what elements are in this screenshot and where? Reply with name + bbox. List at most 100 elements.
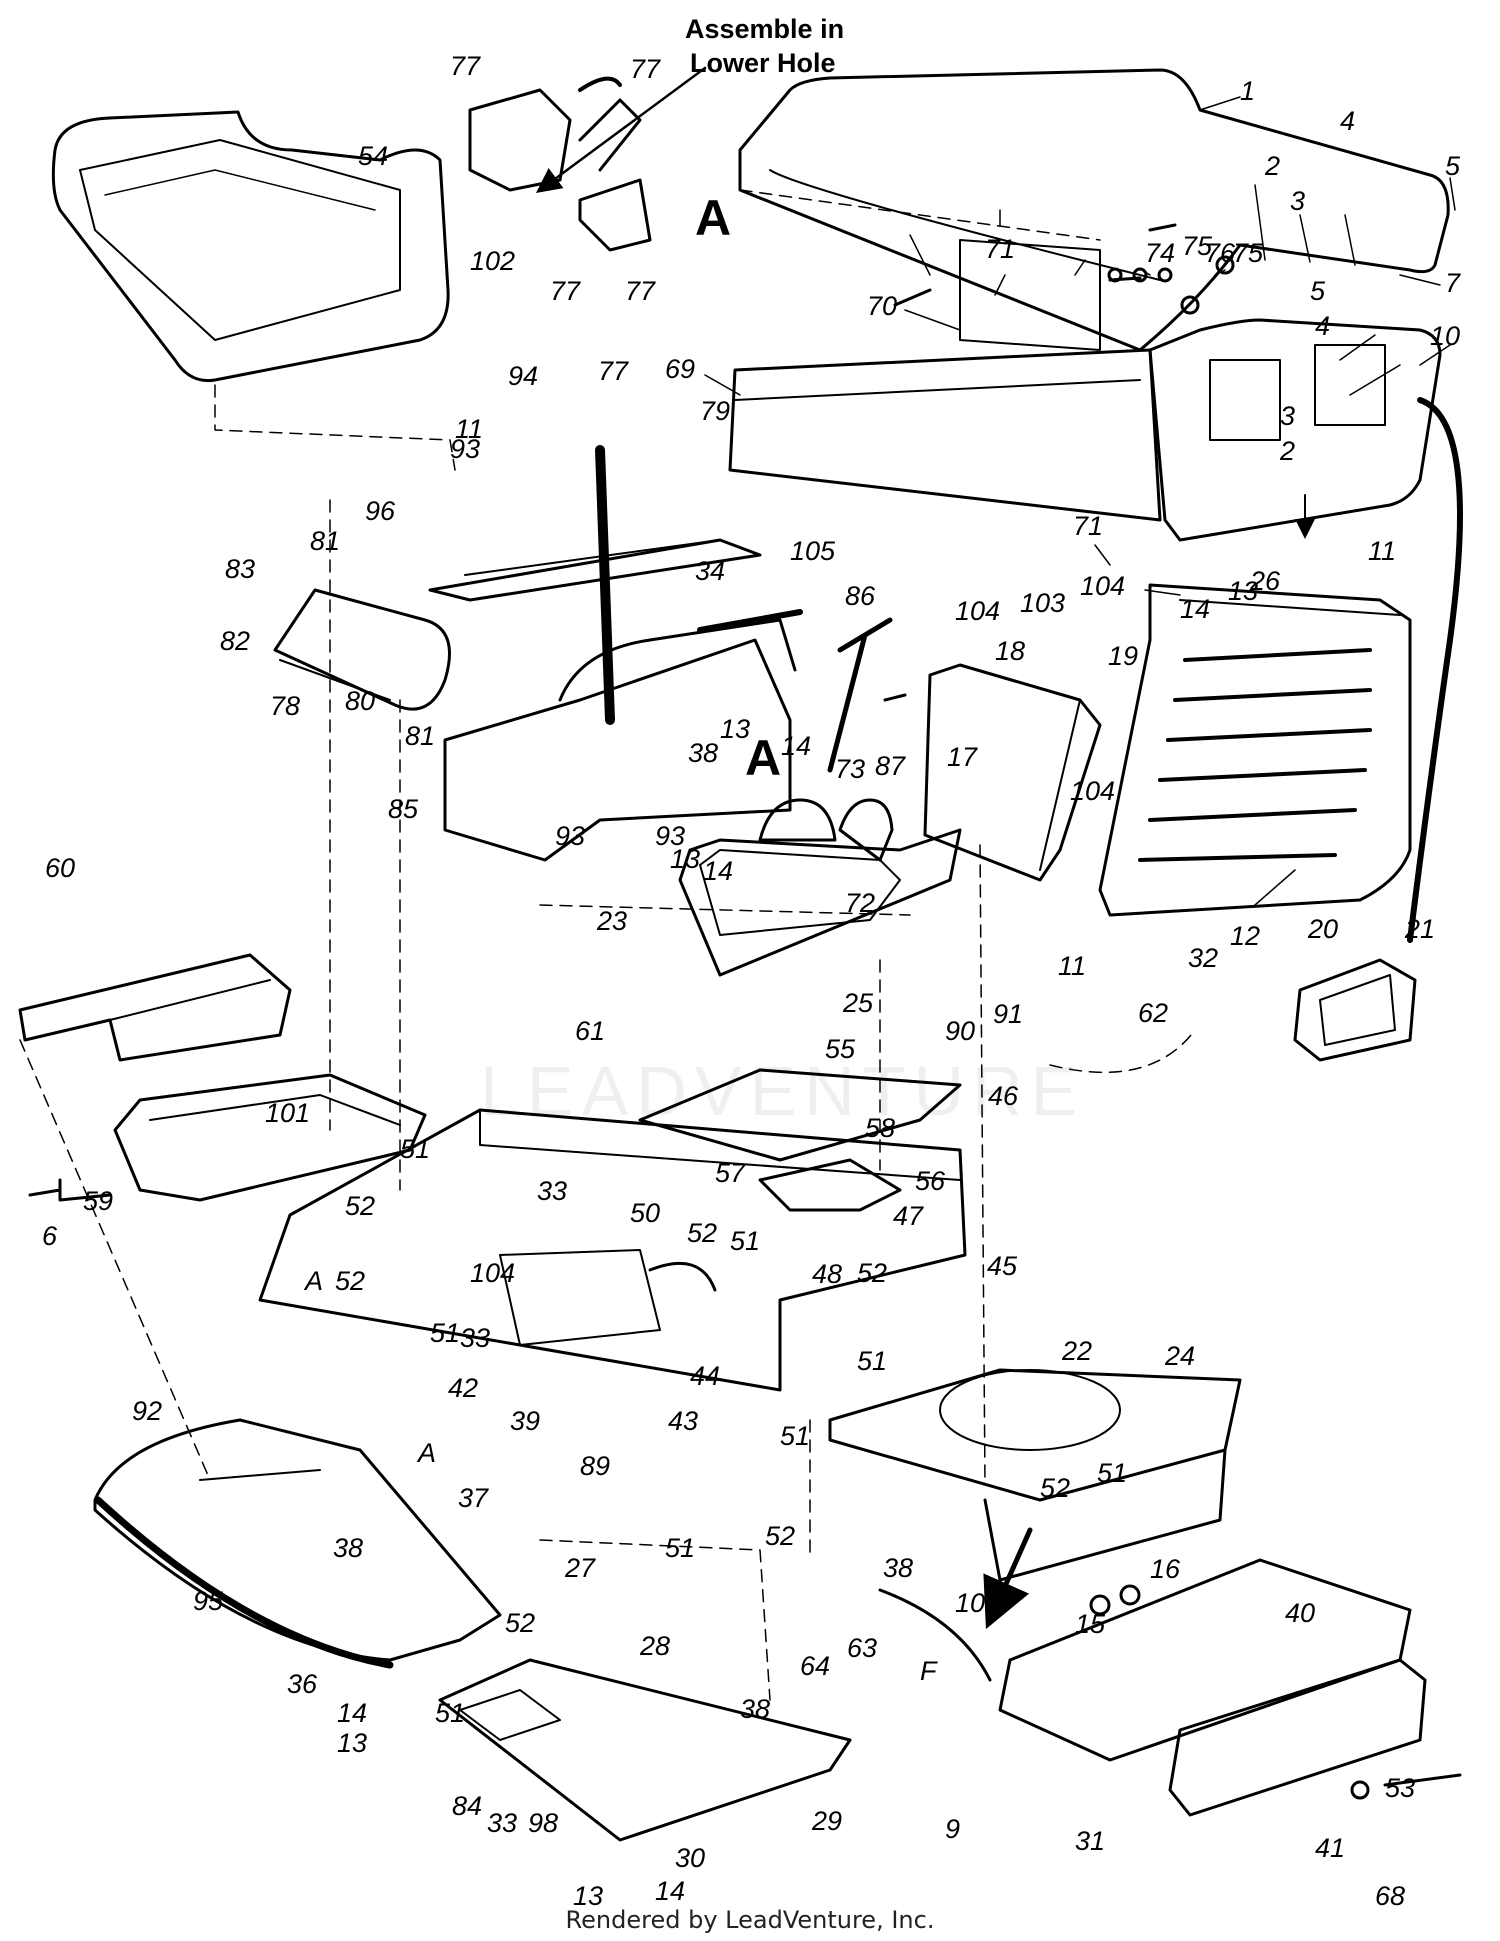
callout-23: 23 — [596, 906, 627, 936]
install-arrow — [983, 1527, 1033, 1630]
callout-55: 55 — [825, 1034, 856, 1064]
callout-104: 104 — [470, 1258, 515, 1288]
callout-3: 3 — [1290, 186, 1305, 216]
callout-81: 81 — [405, 721, 435, 751]
callout-51: 51 — [665, 1533, 695, 1563]
hood-front-part — [728, 239, 1442, 542]
callout-77: 77 — [450, 51, 481, 81]
callout-4: 4 — [1315, 311, 1330, 341]
callout-72: 72 — [845, 888, 875, 918]
callout-33: 33 — [537, 1176, 567, 1206]
callout-44: 44 — [690, 1361, 720, 1391]
callout-104: 104 — [955, 596, 1000, 626]
shift-plate-part — [758, 1158, 902, 1212]
callout-42: 42 — [448, 1373, 478, 1403]
callout-40: 40 — [1285, 1598, 1315, 1628]
callout-38: 38 — [333, 1533, 363, 1563]
callout-100: 100 — [955, 1588, 1000, 1618]
callout-101: 101 — [265, 1098, 310, 1128]
callout-89: 89 — [580, 1451, 610, 1481]
callout-20: 20 — [1307, 914, 1338, 944]
callout-13: 13 — [670, 844, 700, 874]
callout-10: 10 — [1430, 321, 1460, 351]
bracket-part — [273, 588, 451, 711]
dash-console-part — [428, 445, 803, 862]
callout-46: 46 — [988, 1081, 1019, 1111]
callout-80: 80 — [345, 686, 375, 716]
callout-82: 82 — [220, 626, 250, 656]
callout-78: 78 — [270, 691, 300, 721]
callout-37: 37 — [458, 1483, 489, 1513]
callout-5: 5 — [1310, 276, 1326, 306]
callout-94: 94 — [508, 361, 538, 391]
callout-53: 53 — [1385, 1773, 1415, 1803]
assembly-arrow — [535, 66, 707, 193]
callout-25: 25 — [842, 988, 874, 1018]
battery-tray-part — [113, 1073, 427, 1202]
floor-plate-part — [438, 1658, 852, 1842]
callout-93: 93 — [555, 821, 585, 851]
callout-58: 58 — [865, 1113, 895, 1143]
base-platform-part — [828, 1368, 1242, 1582]
callout-32: 32 — [1188, 943, 1218, 973]
assembly-note-line1: Assemble in — [685, 14, 844, 44]
callout-38: 38 — [688, 738, 718, 768]
section-marker-a: A — [695, 190, 731, 246]
callout-77: 77 — [630, 54, 661, 84]
callout-29: 29 — [811, 1806, 842, 1836]
callout-68: 68 — [1375, 1881, 1405, 1911]
callout-52: 52 — [687, 1218, 717, 1248]
callout-51: 51 — [730, 1226, 760, 1256]
callout-104: 104 — [1070, 776, 1115, 806]
assembly-guide-lines — [19, 189, 1196, 1701]
callout-18: 18 — [995, 636, 1025, 666]
callout-59: 59 — [83, 1186, 113, 1216]
callouts: 1 2 2 3 3 4 4 5 5 6 7 9 10 11 11 11 12 1… — [42, 51, 1461, 1911]
callout-2: 2 — [1264, 151, 1280, 181]
callout-15: 15 — [1075, 1609, 1106, 1639]
callout-27: 27 — [564, 1553, 596, 1583]
callout-57: 57 — [715, 1158, 746, 1188]
callout-38: 38 — [883, 1553, 913, 1583]
callout-61: 61 — [575, 1016, 605, 1046]
callout-16: 16 — [1150, 1554, 1181, 1584]
callout-73: 73 — [835, 754, 865, 784]
footer-credit: Rendered by LeadVenture, Inc. — [565, 1906, 935, 1934]
callout-14: 14 — [1180, 594, 1210, 624]
callout-48: 48 — [812, 1259, 842, 1289]
callout-11: 11 — [1058, 951, 1086, 981]
side-panel-part — [923, 663, 1102, 882]
callout-98: 98 — [528, 1808, 558, 1838]
callout-31: 31 — [1075, 1826, 1105, 1856]
callout-87: 87 — [875, 751, 906, 781]
callout-52: 52 — [345, 1191, 375, 1221]
callout-83: 83 — [225, 554, 255, 584]
callout-51: 51 — [1097, 1458, 1127, 1488]
callout-105: 105 — [790, 536, 836, 566]
fuel-cap-part — [758, 798, 837, 842]
callout-6: 6 — [42, 1221, 58, 1251]
callout-70: 70 — [867, 291, 897, 321]
callout-79: 79 — [700, 396, 730, 426]
callout-91: 91 — [993, 999, 1023, 1029]
callout-60: 60 — [45, 853, 75, 883]
wire-harness — [1407, 397, 1463, 943]
callout-51: 51 — [400, 1134, 430, 1164]
callout-76: 76 — [1205, 238, 1236, 268]
callout-11: 11 — [455, 414, 483, 444]
assembly-note-line2: Lower Hole — [690, 48, 836, 78]
callout-81: 81 — [310, 526, 340, 556]
grille-part — [1098, 583, 1412, 917]
callout-30: 30 — [675, 1843, 705, 1873]
callout-14: 14 — [781, 731, 811, 761]
callout-33: 33 — [460, 1323, 490, 1353]
hood-top-part — [738, 68, 1450, 352]
callout-52: 52 — [1040, 1473, 1070, 1503]
callout-71: 71 — [985, 234, 1015, 264]
hardware-parts — [28, 223, 1462, 1800]
leader-lines — [704, 96, 1456, 906]
callout-3: 3 — [1280, 401, 1295, 431]
callout-a: A — [303, 1266, 323, 1296]
callout-13: 13 — [1228, 576, 1258, 606]
callout-17: 17 — [947, 742, 978, 772]
